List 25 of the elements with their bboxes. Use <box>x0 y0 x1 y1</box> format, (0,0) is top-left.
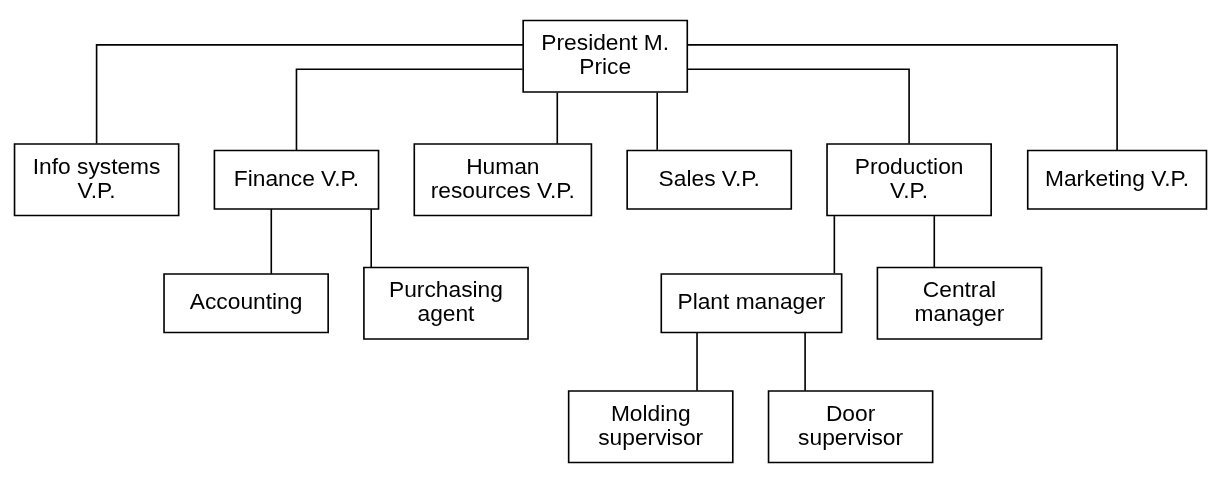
connector <box>804 331 806 392</box>
connector <box>696 331 698 392</box>
node-box: Marketing V.P. <box>1026 149 1208 210</box>
connector <box>270 208 273 275</box>
connector <box>656 91 659 151</box>
node-box: Accounting <box>163 273 329 334</box>
node-box: Purchasing agent <box>363 266 529 340</box>
connector <box>556 91 559 145</box>
node-box: Plant manager <box>660 273 843 334</box>
node-box: Finance V.P. <box>213 149 380 210</box>
node-box: Sales V.P. <box>626 149 793 210</box>
connector <box>95 44 524 145</box>
connector <box>833 215 836 275</box>
node-box: Production V.P. <box>826 143 992 217</box>
node-box: Central manager <box>876 266 1043 340</box>
connector <box>295 68 524 151</box>
node-box: President M. Price <box>522 19 689 93</box>
connector <box>686 68 910 145</box>
node-box: Human resources V.P. <box>413 143 593 217</box>
connector <box>933 215 936 268</box>
connector <box>686 44 1118 152</box>
connector <box>370 208 373 268</box>
node-box: Info systems V.P. <box>13 143 180 217</box>
node-box: Molding supervisor <box>567 390 734 464</box>
node-box: Door supervisor <box>767 390 934 464</box>
